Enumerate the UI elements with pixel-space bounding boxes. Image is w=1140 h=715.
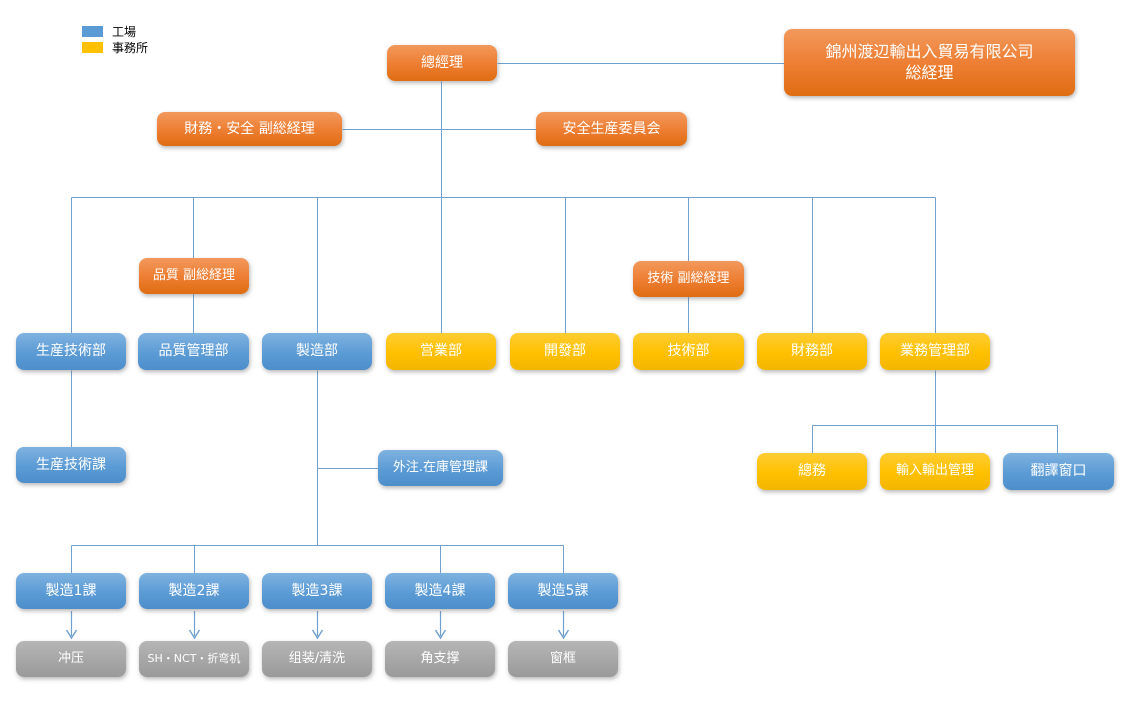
legend-swatch-icon [82, 25, 103, 37]
org-node-prod-tech-section[interactable]: 生産技術課 [16, 447, 126, 483]
org-node-sh-nct-bending[interactable]: SH・NCT・折弯机 [139, 641, 249, 677]
org-node-label: 開發部 [544, 343, 586, 360]
org-node-technology-dept[interactable]: 技術部 [633, 333, 744, 370]
org-node-label: 財務・安全 副総経理 [184, 120, 315, 137]
org-node-safety-committee[interactable]: 安全生産委員会 [536, 112, 687, 146]
org-node-label: 製造部 [296, 343, 338, 360]
org-node-label-line2: 総経理 [905, 62, 954, 82]
org-node-sales-dept[interactable]: 営業部 [386, 333, 496, 370]
flow-arrow [434, 611, 447, 640]
org-node-label: 製造4課 [414, 582, 466, 599]
legend-label: 事務所 [112, 40, 149, 55]
org-node-mfg-section-1[interactable]: 製造1課 [16, 573, 126, 609]
org-node-assembly-cleaning[interactable]: 组装/清洗 [262, 641, 372, 677]
org-node-mfg-section-4[interactable]: 製造4課 [385, 573, 495, 609]
org-node-import-export-mgmt[interactable]: 輸入輸出管理 [880, 453, 990, 490]
org-node-label: 窗框 [549, 650, 576, 666]
org-node-mfg-section-5[interactable]: 製造5課 [508, 573, 618, 609]
org-node-mfg-section-3[interactable]: 製造3課 [262, 573, 372, 609]
legend-item: 工場 [82, 23, 148, 39]
org-node-tech-vp[interactable]: 技術 副総経理 [633, 261, 744, 297]
org-node-quality-mgmt-dept[interactable]: 品質管理部 [138, 333, 249, 370]
legend-swatch-icon [82, 41, 103, 53]
org-node-company-gm[interactable]: 錦州渡辺輸出入貿易有限公司総経理 [784, 29, 1075, 96]
org-node-label: 生産技術部 [36, 343, 106, 360]
org-node-label: 總務 [798, 463, 826, 480]
org-node-prod-tech-dept[interactable]: 生産技術部 [16, 333, 126, 370]
org-node-stamping[interactable]: 冲压 [16, 641, 126, 677]
org-node-finance-safety-vp[interactable]: 財務・安全 副総経理 [157, 112, 342, 146]
flow-arrow [557, 611, 570, 640]
org-node-quality-vp[interactable]: 品質 副総経理 [139, 258, 249, 294]
org-node-manufacturing-dept[interactable]: 製造部 [262, 333, 372, 370]
org-node-label: 製造5課 [537, 582, 589, 599]
org-node-business-mgmt-dept[interactable]: 業務管理部 [880, 333, 990, 370]
flow-arrow [65, 611, 78, 640]
org-node-label: 品質管理部 [158, 343, 229, 360]
org-node-label: 技術 副総経理 [647, 270, 730, 286]
org-node-mfg-section-2[interactable]: 製造2課 [139, 573, 249, 609]
org-node-label: 生産技術課 [36, 456, 106, 473]
org-node-label: 営業部 [420, 343, 462, 360]
org-node-general-manager[interactable]: 總經理 [387, 45, 497, 81]
org-node-finance-dept[interactable]: 財務部 [757, 333, 867, 370]
legend-label: 工場 [112, 24, 137, 39]
org-node-outsourcing-inventory[interactable]: 外注.在庫管理課 [378, 450, 503, 486]
org-node-label: 组装/清洗 [288, 650, 346, 666]
org-node-label: 財務部 [791, 343, 833, 360]
org-node-label: 製造1課 [45, 582, 97, 599]
org-node-label: 業務管理部 [900, 343, 970, 360]
org-node-label: SH・NCT・折弯机 [147, 651, 241, 665]
org-node-translation-window[interactable]: 翻譯窗口 [1003, 453, 1114, 490]
org-node-label: 安全生産委員会 [562, 120, 661, 137]
legend-item: 事務所 [82, 39, 148, 55]
legend: 工場事務所 [82, 23, 148, 55]
org-node-label: 輸入輸出管理 [895, 463, 974, 479]
org-node-corner-brace[interactable]: 角支撑 [385, 641, 495, 677]
org-node-label: 製造2課 [168, 582, 220, 599]
flow-arrow [188, 611, 201, 640]
org-node-label: 品質 副総経理 [152, 267, 236, 283]
org-node-label: 外注.在庫管理課 [392, 459, 489, 475]
org-node-development-dept[interactable]: 開發部 [510, 333, 620, 370]
org-node-label: 翻譯窗口 [1030, 463, 1087, 480]
org-node-window-frame[interactable]: 窗框 [508, 641, 618, 677]
org-node-label: 錦州渡辺輸出入貿易有限公司 [825, 41, 1034, 61]
org-node-label: 總經理 [421, 54, 463, 71]
org-node-label: 角支撑 [420, 650, 460, 666]
org-node-label: 技術部 [667, 343, 710, 360]
flow-arrow [311, 611, 324, 640]
org-node-label: 製造3課 [291, 582, 343, 599]
org-node-general-affairs[interactable]: 總務 [757, 453, 867, 490]
org-node-label: 冲压 [57, 650, 84, 666]
